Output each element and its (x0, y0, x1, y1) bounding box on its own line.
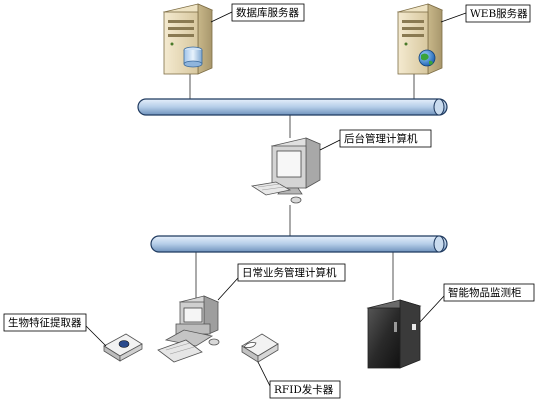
rfid-card-reader-icon (241, 333, 279, 363)
backend-computer-icon (250, 137, 322, 204)
rfid-label: RFID发卡器 (274, 383, 334, 396)
daily-computer-icon (157, 295, 220, 363)
smart-cabinet-icon (366, 299, 422, 369)
db-server-label-box: 数据库服务器 (231, 3, 305, 22)
bio-reader-label: 生物特征提取器 (8, 316, 82, 329)
bio-reader-label-box: 生物特征提取器 (3, 313, 87, 332)
cabinet-callout-line (419, 295, 445, 323)
lan-bus (150, 235, 448, 253)
web-server-icon (396, 3, 444, 75)
backbone-bus (137, 98, 448, 116)
web-server-callout-line (440, 12, 467, 23)
bio-reader-callout-line (85, 325, 107, 347)
backend-label-box: 后台管理计算机 (339, 129, 432, 148)
network-links (189, 74, 415, 300)
rfid-label-box: RFID发卡器 (269, 380, 341, 399)
db-server-callout-line (210, 11, 233, 23)
cabinet-label-box: 智能物品监测柜 (443, 283, 535, 302)
daily-pc-callout-line (217, 277, 239, 301)
backend-callout-line (319, 139, 341, 151)
db-server-label: 数据库服务器 (236, 6, 299, 19)
daily-pc-label-box: 日常业务管理计算机 (237, 263, 346, 282)
daily-computer-label: 日常业务管理计算机 (242, 266, 337, 279)
database-server-icon (162, 3, 214, 75)
web-server-label: WEB服务器 (470, 7, 528, 20)
rfid-callout-line (257, 361, 271, 387)
cabinet-label: 智能物品监测柜 (448, 286, 522, 299)
biometric-reader-icon (103, 333, 143, 362)
backend-computer-label: 后台管理计算机 (344, 132, 418, 145)
web-server-label-box: WEB服务器 (465, 4, 531, 23)
